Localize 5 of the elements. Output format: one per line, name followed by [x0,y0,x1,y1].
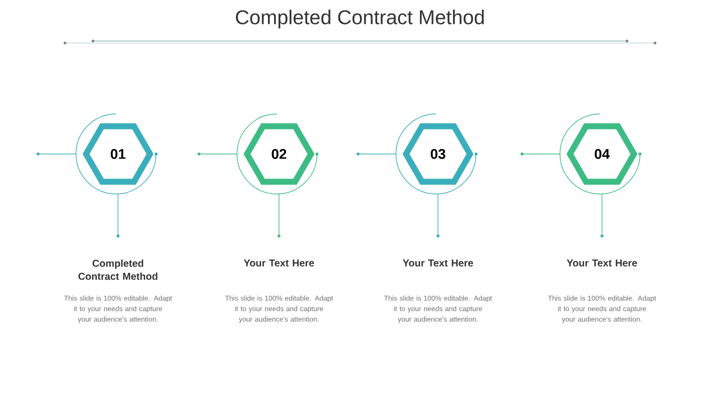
heading: Completed Contract Method [78,260,158,280]
title: Completed Contract Method [236,10,484,28]
heading: Your Text Here [566,260,638,266]
heading: Your Text Here [402,260,474,266]
heading: Your Text Here [244,260,314,266]
